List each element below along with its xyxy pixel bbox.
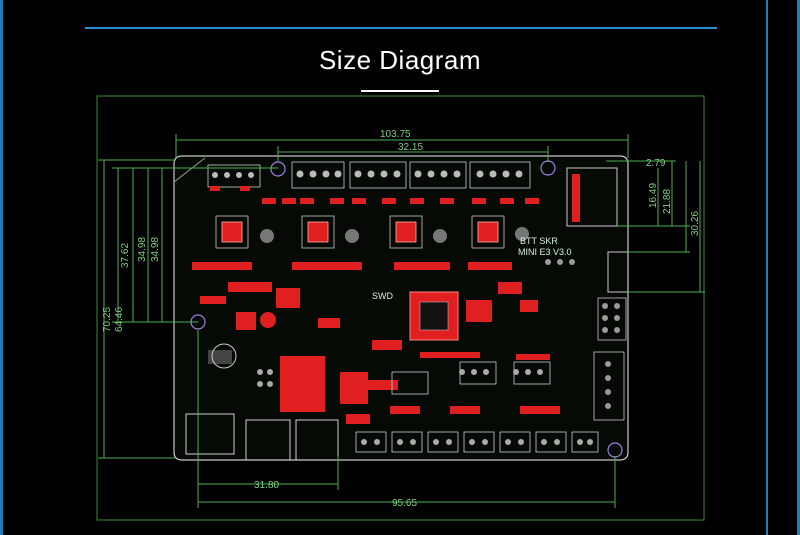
- smd-components: [192, 262, 560, 424]
- page-title: Size Diagram: [318, 45, 482, 75]
- driver-chips: [215, 215, 529, 249]
- dim-right-2: 21.88: [662, 189, 673, 214]
- top-connectors: [207, 161, 539, 204]
- board-name-line1: BTT SKR: [520, 236, 558, 246]
- dim-right-1: 16.49: [648, 183, 659, 208]
- dim-left-1: 37.62: [120, 243, 131, 268]
- dim-overall-width: 103.75: [380, 129, 411, 140]
- board-name-line2: MINI E3 V3.0: [518, 247, 572, 257]
- dim-offset-small: 2.79: [646, 158, 666, 169]
- dim-right-3: 30.26: [690, 211, 701, 236]
- right-connectors: [545, 167, 629, 421]
- title-underline: [361, 90, 439, 92]
- dim-hole-span-top: 32.15: [398, 142, 423, 153]
- dim-bottom-outer: 95.65: [392, 498, 417, 509]
- dim-left-inner: 64.46: [114, 307, 125, 332]
- dim-left-2: 34.98: [137, 237, 148, 262]
- bottom-connectors: [257, 361, 599, 453]
- swd-label: SWD: [372, 291, 393, 301]
- left-border-line: [0, 0, 3, 535]
- dimension-lines: [98, 134, 705, 508]
- right-inner-line: [766, 0, 768, 535]
- mcu-chip: [409, 291, 459, 341]
- power-section: [185, 312, 368, 461]
- dim-bottom-inner: 31.80: [254, 480, 279, 491]
- right-border-line: [797, 0, 800, 535]
- dim-left-3: 34.98: [150, 237, 161, 262]
- dim-left-outer: 70.25: [102, 307, 113, 332]
- top-divider: [85, 27, 717, 29]
- board-outline: [173, 155, 629, 461]
- drawing-frame: [96, 95, 705, 521]
